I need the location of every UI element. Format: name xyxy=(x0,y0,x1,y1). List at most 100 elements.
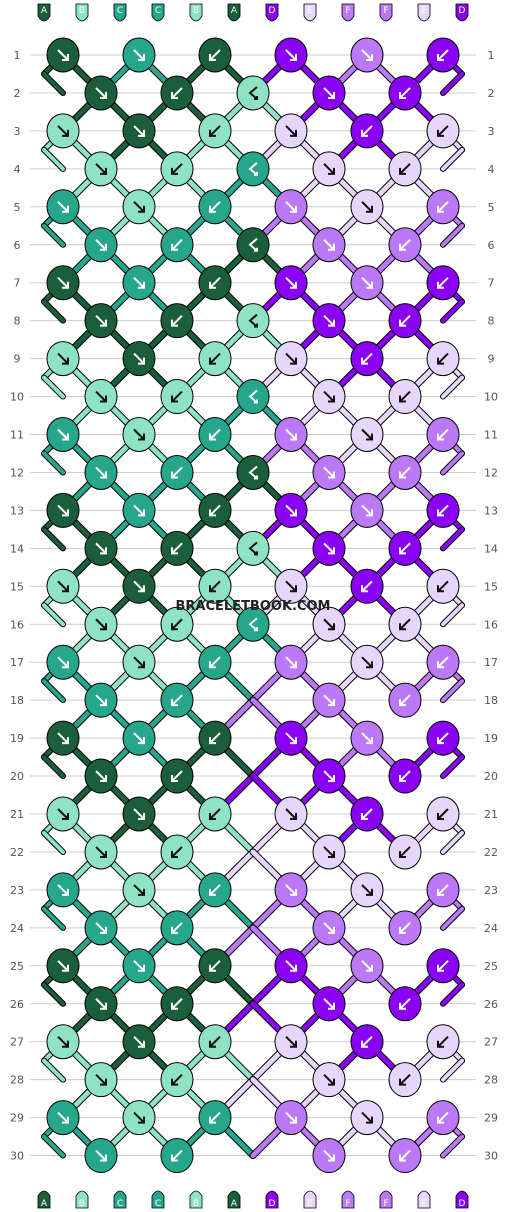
knot-arrow-icon xyxy=(323,922,335,934)
knot-arrow-icon xyxy=(209,49,221,61)
knot-arrow-icon xyxy=(209,504,221,517)
knot-arrow-icon xyxy=(323,466,335,479)
knot-arrow-icon xyxy=(399,694,411,707)
strand-tab-top xyxy=(455,3,469,22)
knot-arrow-icon xyxy=(95,846,107,858)
knot-arrow-icon xyxy=(399,466,411,479)
thread-segment xyxy=(441,527,464,551)
thread-segment xyxy=(42,1058,65,1082)
knot-arrow-icon xyxy=(209,884,221,896)
knot-arrow-icon xyxy=(437,352,449,365)
knot-arrow-icon xyxy=(248,162,258,176)
knot-arrow-icon xyxy=(133,428,145,441)
knot-arrow-icon xyxy=(323,618,335,631)
knot-arrow-icon xyxy=(323,87,335,99)
row-label-left: 15 xyxy=(10,580,24,593)
knot xyxy=(236,227,270,263)
knot-arrow-icon xyxy=(399,390,411,403)
thread-segment xyxy=(42,982,65,1006)
row-label-right: 30 xyxy=(484,1150,498,1163)
knot-arrow-icon xyxy=(95,922,107,934)
row-label-left: 10 xyxy=(10,391,24,404)
knot-arrow-icon xyxy=(323,1073,335,1086)
row-label-left: 22 xyxy=(10,846,24,859)
knot-arrow-icon xyxy=(171,846,183,858)
thread-segment xyxy=(42,527,65,551)
thread-segment xyxy=(42,299,65,323)
knot-arrow-icon xyxy=(399,618,411,631)
knot-arrow-icon xyxy=(57,960,69,972)
knot-arrow-icon xyxy=(171,542,183,555)
knot-arrow-icon xyxy=(361,125,373,137)
thread-segment xyxy=(441,1058,464,1082)
knot-arrow-icon xyxy=(95,314,107,327)
knot-arrow-icon xyxy=(437,732,449,745)
row-label-left: 12 xyxy=(10,466,24,479)
row-label-left: 28 xyxy=(10,1074,24,1087)
knot-arrow-icon xyxy=(57,125,69,137)
strand-label: F xyxy=(383,6,388,16)
strand-label: B xyxy=(193,6,199,16)
thread-segment xyxy=(441,679,464,703)
row-label-right: 13 xyxy=(484,504,498,517)
knot-arrow-icon xyxy=(323,1149,335,1162)
knot-nodes xyxy=(46,37,460,1174)
knot xyxy=(236,530,270,566)
knot-arrow-icon xyxy=(209,960,221,972)
knot xyxy=(236,75,270,111)
knot-arrow-icon xyxy=(171,87,183,99)
knot-arrow-icon xyxy=(399,542,411,555)
strand-label: D xyxy=(459,1199,466,1209)
knot-arrow-icon xyxy=(209,428,221,441)
knot-arrow-icon xyxy=(171,163,183,175)
knot-arrow-icon xyxy=(285,1111,297,1124)
strand-label: B xyxy=(193,1199,199,1209)
knot-arrow-icon xyxy=(57,1111,69,1124)
knot-arrow-icon xyxy=(361,580,373,593)
knot-arrow-icon xyxy=(437,808,449,820)
thread-segment xyxy=(441,830,464,854)
row-label-left: 6 xyxy=(14,239,21,252)
knot-arrow-icon xyxy=(437,960,449,972)
knot-arrow-icon xyxy=(57,732,69,745)
knot-arrow-icon xyxy=(361,1035,373,1048)
knot-arrow-icon xyxy=(57,276,69,289)
thread-segment xyxy=(42,1134,65,1158)
knot-arrow-icon xyxy=(57,656,69,669)
knot-arrow-icon xyxy=(133,1035,145,1048)
knot-arrow-icon xyxy=(57,504,69,517)
knot-arrow-icon xyxy=(133,125,145,137)
row-label-right: 19 xyxy=(484,732,498,745)
knot-arrow-icon xyxy=(323,390,335,403)
row-label-right: 12 xyxy=(484,466,498,479)
thread-segment xyxy=(42,755,65,779)
thread-segment xyxy=(441,223,464,247)
strand-label: A xyxy=(231,6,238,16)
knot-arrow-icon xyxy=(171,618,183,631)
knot-arrow-icon xyxy=(323,239,335,251)
row-label-right: 5 xyxy=(488,201,495,214)
row-label-left: 20 xyxy=(10,770,24,783)
strand-label: A xyxy=(41,1199,48,1209)
strand-label: F xyxy=(345,6,350,16)
thread-segment xyxy=(441,299,464,323)
row-label-right: 28 xyxy=(484,1074,498,1087)
knot xyxy=(236,151,270,187)
knot-arrow-icon xyxy=(171,922,183,934)
knot-arrow-icon xyxy=(95,163,107,175)
row-label-left: 13 xyxy=(10,504,24,517)
knot-arrow-icon xyxy=(95,466,107,479)
knot-arrow-icon xyxy=(285,656,297,669)
knot-arrow-icon xyxy=(285,276,297,289)
strand-label: B xyxy=(79,6,85,16)
strand-tab-top xyxy=(189,3,203,22)
knot-arrow-icon xyxy=(95,618,107,631)
knot-arrow-icon xyxy=(57,201,69,213)
knot-arrow-icon xyxy=(209,352,221,365)
knot-arrow-icon xyxy=(361,428,373,441)
strand-label: F xyxy=(383,1199,388,1209)
strand-label: C xyxy=(155,6,161,16)
knot-arrow-icon xyxy=(95,998,107,1010)
knot-arrow-icon xyxy=(248,541,258,556)
row-label-right: 20 xyxy=(484,770,498,783)
